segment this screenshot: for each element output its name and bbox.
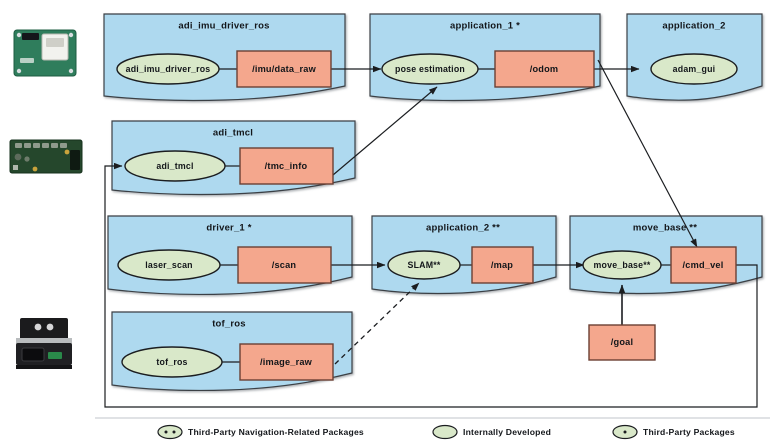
node-label-adi_imu_driver_ros: adi_imu_driver_ros <box>125 64 211 74</box>
legend-icon-third-party <box>612 424 638 440</box>
node-adi_tmcl[interactable] <box>124 150 226 182</box>
group-title-application_1: application_1 * <box>449 20 521 32</box>
topic-label-goal: /goal <box>610 337 634 347</box>
edge-imageraw-to-slam-dashed <box>334 282 420 365</box>
group-title-adi_tmcl: adi_tmcl <box>212 127 254 139</box>
topic-goal[interactable] <box>588 324 656 361</box>
group-title-adi_imu_driver_ros: adi_imu_driver_ros <box>178 20 270 32</box>
node-tof_ros[interactable] <box>121 346 223 378</box>
legend-icon-internal <box>432 424 458 440</box>
node-label-adi_tmcl: adi_tmcl <box>156 161 194 171</box>
node-label-tof_ros: tof_ros <box>156 357 188 367</box>
group-title-move_base: move_base ** <box>632 222 698 234</box>
group-title-tof_ros: tof_ros <box>212 318 246 330</box>
topic-cmd-vel[interactable] <box>670 246 737 284</box>
topic-imu-data-raw[interactable] <box>236 50 332 88</box>
topic-label-image-raw: /image_raw <box>259 357 313 367</box>
node-label-move_base: move_base** <box>593 260 651 270</box>
node-label-slam: SLAM** <box>407 260 441 270</box>
imu-board-photo <box>13 29 77 77</box>
group-title-driver_1: driver_1 * <box>206 222 252 234</box>
legend-label-third-party-nav: Third-Party Navigation-Related Packages <box>188 427 364 437</box>
legend-label-internal: Internally Developed <box>463 427 552 437</box>
topic-label-tmc-info: /tmc_info <box>264 161 308 171</box>
group-title-application_2-slam: application_2 ** <box>426 222 500 234</box>
legend-icon-third-party-nav <box>157 424 183 440</box>
topic-label-odom: /odom <box>529 64 559 74</box>
node-label-laser_scan: laser_scan <box>145 260 193 270</box>
topic-label-cmd-vel: /cmd_vel <box>682 260 724 270</box>
node-pose-estimation[interactable] <box>381 53 479 85</box>
motor-driver-board-photo <box>9 139 83 174</box>
topic-odom[interactable] <box>494 50 595 88</box>
topic-label-imu-data-raw: /imu/data_raw <box>252 64 316 74</box>
topic-map[interactable] <box>471 246 534 284</box>
topic-image-raw[interactable] <box>239 343 334 381</box>
topic-label-scan: /scan <box>271 260 297 270</box>
topic-scan[interactable] <box>237 246 332 284</box>
node-laser_scan[interactable] <box>117 249 221 281</box>
legend-label-third-party: Third-Party Packages <box>643 427 735 437</box>
node-label-adam_gui: adam_gui <box>672 64 716 74</box>
edge-odom-to-movebase <box>597 59 698 248</box>
topic-label-map: /map <box>490 260 514 270</box>
tof-camera-photo <box>16 318 72 369</box>
node-move_base[interactable] <box>582 250 662 280</box>
edge-cmdvel-feedback-to-tmcl <box>104 162 758 408</box>
node-adam_gui[interactable] <box>650 53 738 85</box>
node-label-pose-estimation: pose estimation <box>395 64 465 74</box>
node-slam[interactable] <box>387 250 461 280</box>
topic-tmc-info[interactable] <box>239 147 334 185</box>
edge-tmcinfo-to-pose <box>332 86 438 176</box>
group-title-application_2-top: application_2 <box>662 20 726 32</box>
node-adi_imu_driver_ros[interactable] <box>116 53 220 85</box>
